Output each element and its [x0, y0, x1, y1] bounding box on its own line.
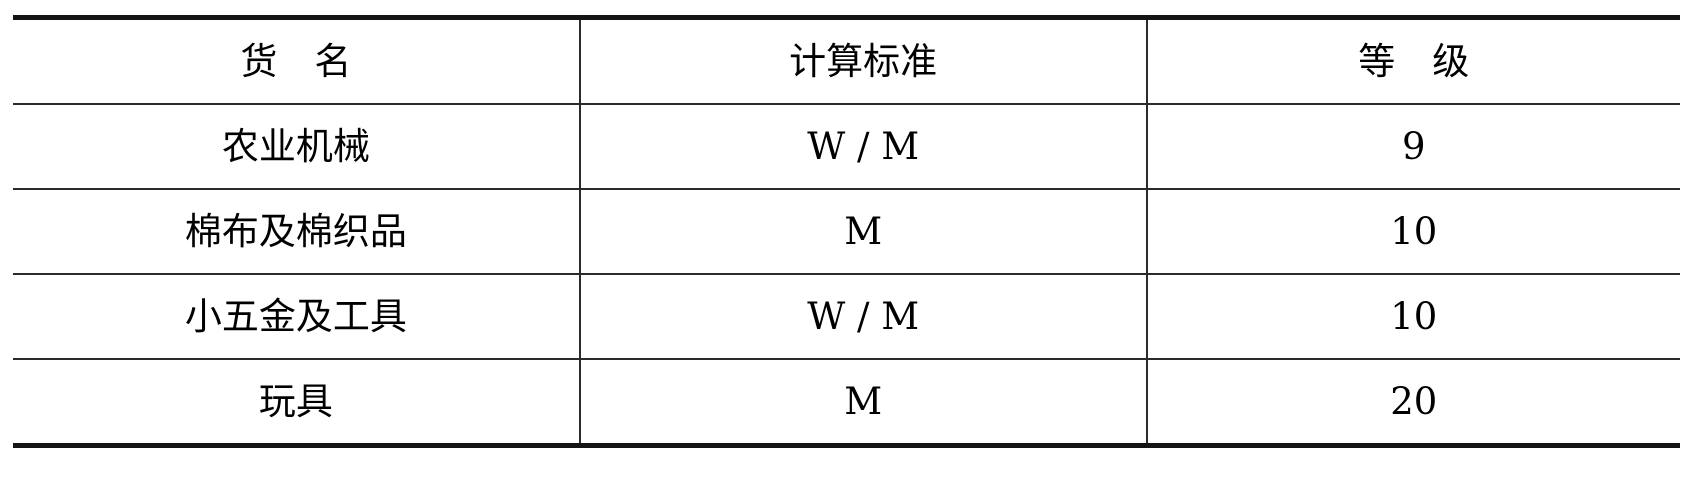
table-row: 小五金及工具 W / M 10 — [13, 273, 1680, 359]
grade-cell: 10 — [1146, 188, 1680, 274]
table-row: 农业机械 W / M 9 — [13, 103, 1680, 189]
grade-cell: 9 — [1146, 103, 1680, 189]
goods-name-cell: 玩具 — [13, 358, 581, 446]
goods-name-cell: 农业机械 — [13, 103, 581, 189]
column-header-grade: 等 级 — [1358, 40, 1470, 83]
header-row: 货 名 计算标准 等 级 — [13, 17, 1680, 104]
column-header-calc-standard: 计算标准 — [579, 17, 1148, 104]
column-header-goods-name: 货 名 — [13, 17, 581, 104]
grade-cell: 20 — [1146, 358, 1680, 446]
calc-standard-cell: W / M — [579, 273, 1148, 359]
goods-name-cell: 棉布及棉织品 — [13, 188, 581, 274]
calc-standard-cell: M — [579, 188, 1148, 274]
freight-classification-table: 货 名 计算标准 等 级 农业机械 W / M 9 棉布及棉织品 M 10 小五… — [13, 15, 1680, 448]
calc-standard-cell: M — [579, 358, 1148, 446]
table-row: 棉布及棉织品 M 10 — [13, 188, 1680, 274]
goods-rate-table: 货 名 计算标准 等 级 农业机械 W / M 9 棉布及棉织品 M 10 小五… — [13, 15, 1680, 448]
calc-standard-cell: W / M — [579, 103, 1148, 189]
goods-name-cell: 小五金及工具 — [13, 273, 581, 359]
table-row: 玩具 M 20 — [13, 358, 1680, 446]
grade-cell: 10 — [1146, 273, 1680, 359]
